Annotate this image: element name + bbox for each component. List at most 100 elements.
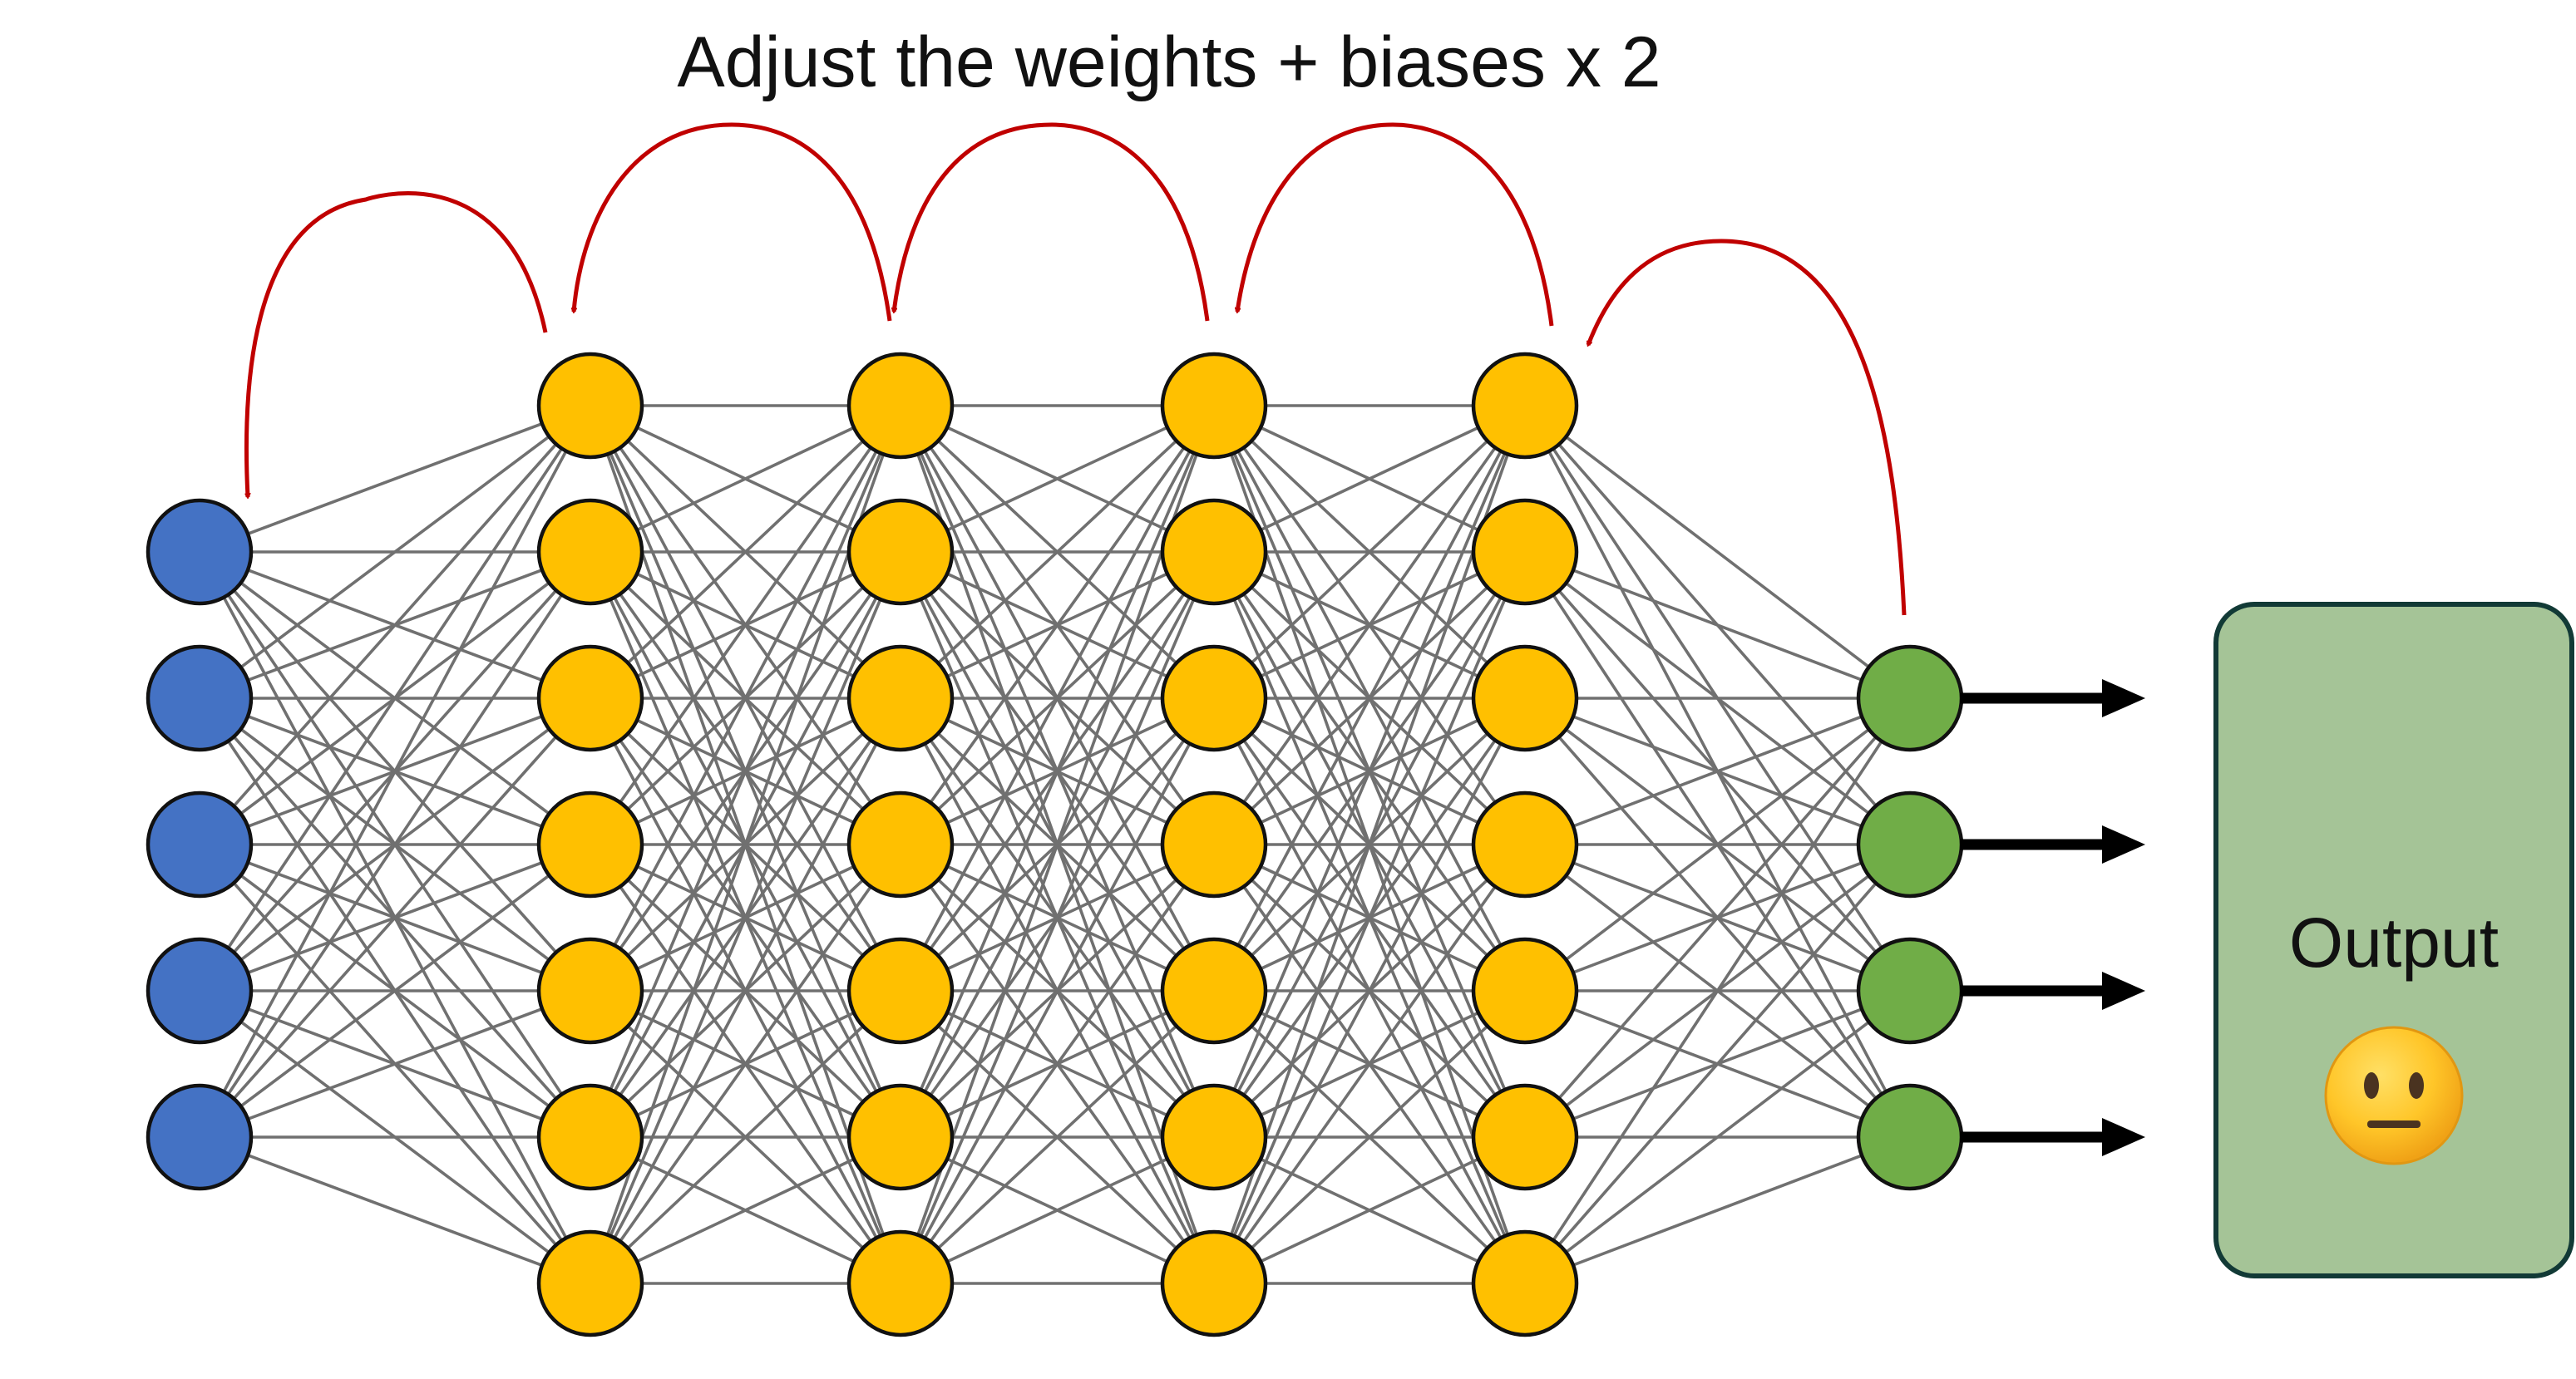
hidden-node (1471, 644, 1579, 752)
network-nodes (146, 352, 1964, 1337)
hidden-node (536, 352, 644, 460)
hidden-node (1160, 790, 1268, 899)
backprop-arrows (244, 122, 1907, 616)
connection-line (1523, 697, 1912, 1284)
connection-line (899, 405, 1216, 992)
connection-line (590, 1135, 901, 1285)
connection-line (199, 404, 591, 554)
hidden-node (846, 790, 955, 899)
connection-line (590, 404, 901, 554)
connection-line (1523, 697, 1912, 1139)
connection-line (198, 843, 592, 1139)
hidden-node (846, 644, 955, 752)
connection-line (899, 404, 1216, 846)
connection-line (900, 1135, 1215, 1285)
hidden-node (536, 1083, 644, 1191)
connection-line (1524, 697, 1911, 846)
output-arrows (1960, 679, 2145, 1156)
backprop-arrow (894, 122, 1210, 322)
connection-line (1524, 1135, 1911, 1285)
hidden-node (1160, 352, 1268, 460)
connection-line (899, 405, 1216, 1138)
hidden-node (1471, 352, 1579, 460)
hidden-node (1471, 937, 1579, 1045)
output-arrow-head (2102, 1118, 2145, 1156)
connection-line (1212, 551, 1527, 1284)
hidden-node (536, 644, 644, 752)
output-node (1856, 1083, 1964, 1191)
connection-line (198, 551, 592, 1138)
connection-line (198, 405, 592, 1138)
connection-line (899, 843, 1216, 1285)
connection-line (589, 697, 902, 1284)
connection-line (899, 404, 1216, 700)
connection-line (589, 551, 902, 1284)
connection-line (199, 1135, 591, 1285)
connection-line (589, 404, 902, 846)
connection-line (1523, 404, 1912, 700)
output-node (1856, 644, 1964, 752)
connection-line (589, 989, 902, 1285)
connection-line (589, 843, 902, 1285)
hidden-node (846, 1229, 955, 1337)
hidden-node (846, 352, 955, 460)
connection-line (198, 697, 592, 1139)
backprop-arrow (244, 191, 548, 497)
connection-line (1523, 843, 1912, 1285)
connection-line (1212, 843, 1527, 1285)
connection-line (589, 404, 902, 700)
input-node (146, 498, 254, 606)
backprop-arrow (1237, 122, 1554, 327)
connection-line (198, 404, 592, 700)
input-node (146, 937, 254, 1045)
hidden-node (1471, 1229, 1579, 1337)
hidden-node (1471, 790, 1579, 899)
hidden-node (1160, 1083, 1268, 1191)
connection-line (899, 989, 1216, 1285)
connection-line (589, 405, 902, 1138)
neutral-face-icon (2324, 1026, 2464, 1165)
hidden-node (1471, 498, 1579, 606)
connection-line (1523, 697, 1912, 992)
hidden-node (1471, 1083, 1579, 1191)
connection-line (1212, 405, 1527, 992)
output-arrow-head (2102, 972, 2145, 1010)
hidden-node (846, 1083, 955, 1191)
input-node (146, 644, 254, 752)
input-node (146, 790, 254, 899)
connection-line (899, 697, 1216, 1284)
output-box-frame (2213, 602, 2574, 1278)
hidden-node (536, 790, 644, 899)
hidden-node (846, 937, 955, 1045)
hidden-node (846, 498, 955, 606)
backprop-arrow (574, 122, 892, 322)
hidden-node (1160, 1229, 1268, 1337)
input-node (146, 1083, 254, 1191)
hidden-node (1160, 937, 1268, 1045)
connection-line (589, 405, 902, 992)
connection-line (199, 989, 591, 1139)
connection-line (198, 404, 592, 846)
diagram-title: Adjust the weights + biases x 2 (677, 22, 1661, 102)
hidden-node (1160, 498, 1268, 606)
connection-line (1212, 404, 1527, 846)
connection-line (1213, 1135, 1526, 1285)
hidden-node (1160, 644, 1268, 752)
connection-line (198, 405, 592, 992)
output-node (1856, 937, 1964, 1045)
output-label: Output (2289, 904, 2499, 982)
connection-line (1212, 404, 1527, 700)
connection-line (1212, 989, 1527, 1285)
hidden-node (536, 937, 644, 1045)
connection-line (1212, 405, 1527, 1138)
connection-line (1212, 697, 1527, 1284)
output-arrow-head (2102, 825, 2145, 864)
output-node (1856, 790, 1964, 899)
connection-line (899, 551, 1216, 1284)
connection-line (1524, 550, 1911, 700)
connection-lines (198, 404, 1912, 1285)
hidden-node (536, 498, 644, 606)
connection-line (1213, 404, 1526, 554)
connection-line (900, 404, 1215, 554)
